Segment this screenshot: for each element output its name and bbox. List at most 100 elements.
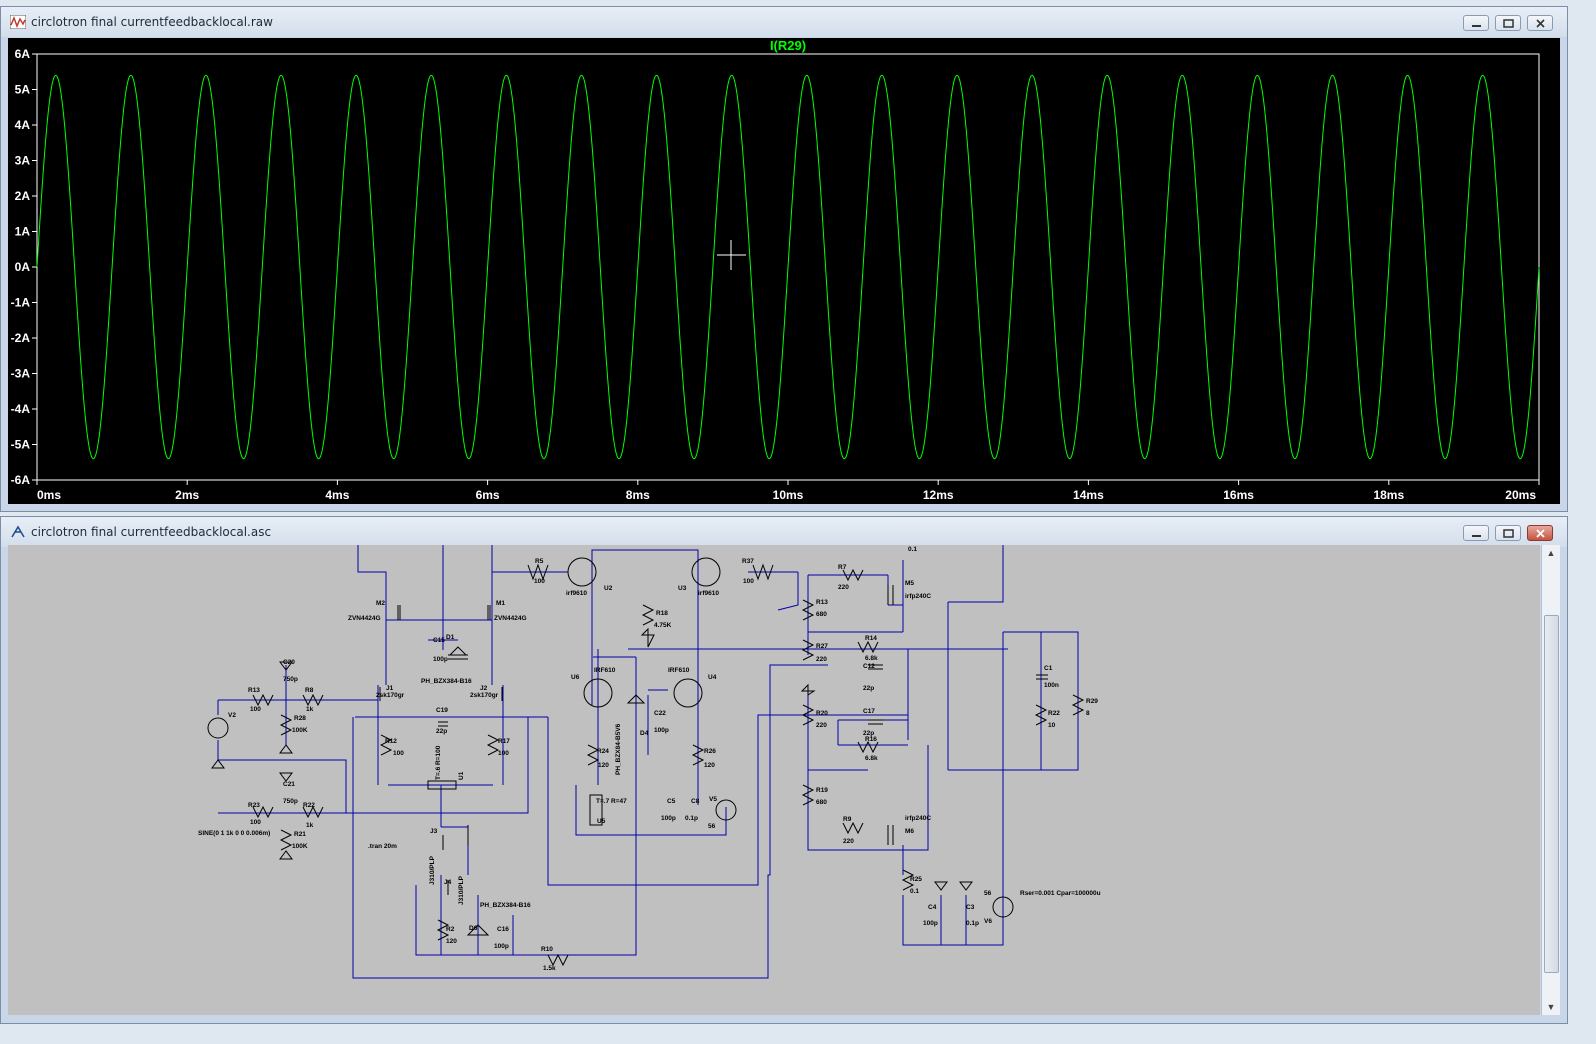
- svg-text:R20: R20: [816, 710, 828, 717]
- close-button[interactable]: [1527, 15, 1553, 31]
- svg-text:IRF610: IRF610: [668, 667, 690, 674]
- svg-text:ZVN4424G: ZVN4424G: [348, 615, 381, 622]
- svg-text:R14: R14: [865, 635, 877, 642]
- svg-text:R21: R21: [294, 831, 306, 838]
- svg-text:100n: 100n: [1044, 682, 1059, 689]
- y-tick-label: -2A: [11, 331, 31, 345]
- x-tick-label: 10ms: [773, 488, 804, 502]
- svg-text:6.8k: 6.8k: [865, 655, 878, 662]
- svg-text:56: 56: [984, 890, 992, 897]
- svg-text:2sk170gr: 2sk170gr: [376, 692, 405, 699]
- svg-text:100K: 100K: [292, 843, 308, 850]
- svg-text:R9: R9: [843, 816, 852, 823]
- svg-text:D4: D4: [640, 730, 649, 737]
- svg-text:C16: C16: [497, 926, 509, 933]
- svg-text:100p: 100p: [433, 656, 448, 663]
- y-tick-label: 0A: [15, 260, 31, 274]
- svg-text:J4: J4: [444, 879, 452, 886]
- schematic-titlebar[interactable]: circlotron final currentfeedbacklocal.as…: [1, 517, 1567, 547]
- schematic-canvas[interactable]: M2 ZVN4424G M1 ZVN4424G R5 100 U2 irf961…: [8, 545, 1540, 1015]
- scroll-thumb[interactable]: [1544, 615, 1559, 973]
- waveform-titlebar[interactable]: circlotron final currentfeedbacklocal.ra…: [1, 7, 1567, 37]
- x-tick-label: 16ms: [1223, 488, 1254, 502]
- x-tick-label: 18ms: [1373, 488, 1404, 502]
- y-tick-label: -3A: [11, 367, 31, 381]
- svg-text:R25: R25: [910, 876, 922, 883]
- svg-text:V2: V2: [228, 712, 236, 719]
- scroll-up-arrow[interactable]: ▲: [1546, 548, 1556, 558]
- svg-text:R17: R17: [498, 738, 510, 745]
- svg-text:R7: R7: [838, 564, 847, 571]
- y-tick-label: 2A: [15, 189, 31, 203]
- y-tick-label: 6A: [15, 47, 31, 61]
- svg-text:D6: D6: [469, 925, 478, 932]
- svg-text:C19: C19: [436, 707, 448, 714]
- svg-text:C5: C5: [667, 798, 676, 805]
- svg-text:22p: 22p: [863, 730, 874, 737]
- svg-text:220: 220: [843, 838, 854, 845]
- svg-text:120: 120: [598, 762, 609, 769]
- svg-text:100p: 100p: [661, 815, 676, 822]
- waveform-app-icon: [10, 15, 26, 29]
- x-tick-label: 12ms: [923, 488, 954, 502]
- svg-text:750p: 750p: [283, 676, 298, 683]
- svg-text:M1: M1: [496, 600, 505, 607]
- svg-text:R26: R26: [704, 748, 716, 755]
- svg-text:R2: R2: [446, 926, 455, 933]
- schematic-vertical-scrollbar[interactable]: ▲ ▼: [1541, 545, 1560, 1015]
- svg-text:C15: C15: [433, 637, 445, 644]
- svg-text:R24: R24: [597, 748, 609, 755]
- svg-text:C21: C21: [283, 781, 295, 788]
- schematic-close-button[interactable]: [1527, 525, 1553, 541]
- schematic-maximize-button[interactable]: [1495, 525, 1521, 541]
- minimize-button[interactable]: [1463, 15, 1489, 31]
- svg-text:22p: 22p: [863, 685, 874, 692]
- svg-text:0.1p: 0.1p: [966, 920, 979, 927]
- svg-text:M2: M2: [376, 600, 385, 607]
- svg-text:100: 100: [393, 750, 404, 757]
- y-tick-label: -1A: [11, 296, 31, 310]
- svg-text:100: 100: [498, 750, 509, 757]
- schematic-minimize-button[interactable]: [1463, 525, 1489, 541]
- svg-text:2sk170gr: 2sk170gr: [470, 692, 499, 699]
- svg-text:120: 120: [446, 938, 457, 945]
- svg-text:T=.6 R=100: T=.6 R=100: [435, 745, 442, 780]
- x-tick-label: 4ms: [325, 488, 349, 502]
- svg-text:R10: R10: [541, 946, 553, 953]
- svg-text:100: 100: [250, 819, 261, 826]
- scroll-down-arrow[interactable]: ▼: [1546, 1002, 1556, 1012]
- y-tick-label: 4A: [15, 118, 31, 132]
- schematic-drawing[interactable]: M2 ZVN4424G M1 ZVN4424G R5 100 U2 irf961…: [8, 545, 1540, 1015]
- x-tick-label: 6ms: [476, 488, 500, 502]
- svg-text:M5: M5: [905, 580, 914, 587]
- svg-text:680: 680: [816, 611, 827, 618]
- svg-text:irf9610: irf9610: [698, 590, 719, 597]
- svg-text:R28: R28: [294, 715, 306, 722]
- trace-label[interactable]: I(R29): [770, 38, 806, 53]
- y-tick-label: -5A: [11, 438, 31, 452]
- svg-text:R8: R8: [305, 687, 314, 694]
- svg-text:C12: C12: [863, 663, 875, 670]
- svg-text:100: 100: [743, 578, 754, 585]
- svg-text:irfp240C: irfp240C: [905, 815, 931, 822]
- svg-text:0.1p: 0.1p: [685, 815, 698, 822]
- svg-text:100: 100: [250, 706, 261, 713]
- svg-text:U5: U5: [597, 818, 606, 825]
- svg-text:J310/PLP: J310/PLP: [429, 855, 436, 885]
- svg-text:R16: R16: [865, 736, 877, 743]
- svg-text:8: 8: [1086, 710, 1090, 717]
- svg-text:6.8k: 6.8k: [865, 755, 878, 762]
- svg-text:1k: 1k: [306, 706, 314, 713]
- svg-text:D1: D1: [446, 634, 455, 641]
- waveform-chart[interactable]: I(R29) 6A5A4A3A2A1A0A-1A-2A-3A-4A-5A-6A …: [8, 38, 1560, 504]
- svg-text:irf9610: irf9610: [566, 590, 587, 597]
- maximize-button[interactable]: [1495, 15, 1521, 31]
- svg-text:220: 220: [838, 584, 849, 591]
- svg-text:R22: R22: [1048, 710, 1060, 717]
- svg-text:T=.7 R=47: T=.7 R=47: [596, 798, 627, 805]
- svg-text:R19: R19: [816, 787, 828, 794]
- schematic-wires: [217, 545, 1079, 979]
- svg-text:SINE(0 1 1k 0 0 0.006m): SINE(0 1 1k 0 0 0.006m): [198, 830, 270, 837]
